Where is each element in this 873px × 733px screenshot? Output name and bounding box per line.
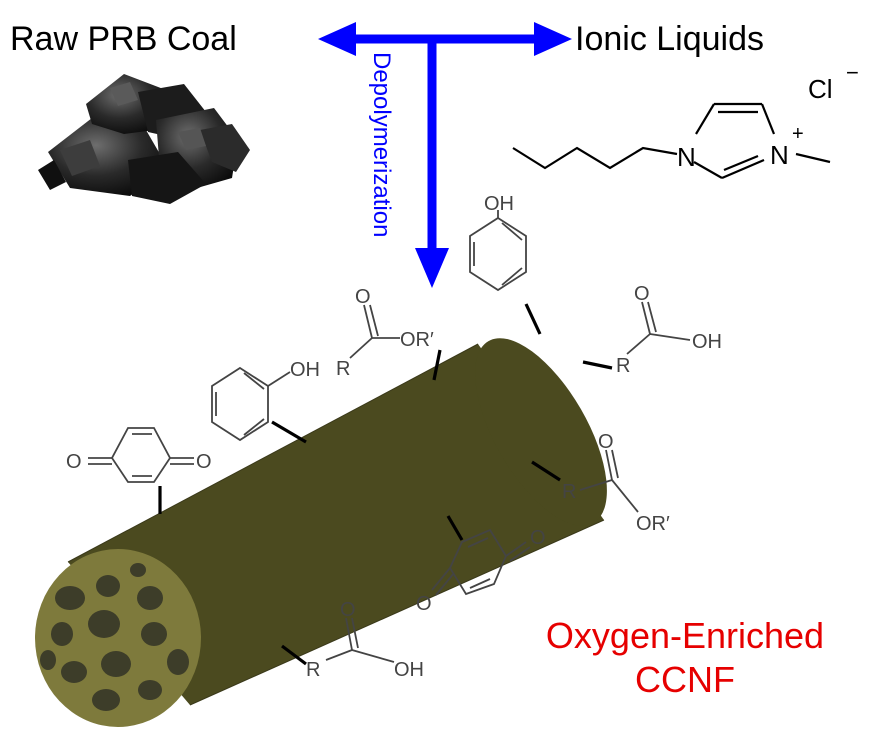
quinone-1-o-left: O bbox=[66, 451, 82, 473]
chloride-charge: − bbox=[846, 60, 859, 85]
phenol-2-oh: OH bbox=[290, 359, 320, 381]
ionic-liquid-structure bbox=[512, 102, 831, 180]
raw-coal-label: Raw PRB Coal bbox=[10, 20, 237, 58]
acid-1-o: O bbox=[634, 283, 650, 305]
product-label: Oxygen-Enriched CCNF bbox=[500, 618, 870, 698]
depolymerization-label: Depolymerization bbox=[368, 52, 395, 237]
acid-2-r: R bbox=[306, 659, 320, 681]
nitrogen-charge: + bbox=[792, 123, 804, 145]
acid-2-oh: OH bbox=[394, 659, 424, 681]
phenol-1-oh: OH bbox=[484, 193, 514, 215]
coal-image bbox=[38, 74, 250, 204]
depolymerization-arrow-icon bbox=[415, 39, 449, 288]
ester-2-or: OR′ bbox=[636, 513, 670, 535]
ester-2-r: R bbox=[562, 481, 576, 503]
ester-2-o: O bbox=[598, 431, 614, 453]
ring-nitrogen-2: N bbox=[770, 140, 789, 170]
ring-nitrogen-1: N bbox=[677, 142, 696, 172]
ester-1-r: R bbox=[336, 358, 350, 380]
fiber-pores bbox=[40, 563, 189, 711]
chloride-label: Cl bbox=[808, 74, 833, 104]
acid-2-o: O bbox=[340, 599, 356, 621]
ester-1-o: O bbox=[355, 286, 371, 308]
ester-1-or: OR′ bbox=[400, 329, 434, 351]
acid-1-oh: OH bbox=[692, 331, 722, 353]
carbon-nanofiber bbox=[35, 338, 607, 727]
functional-groups bbox=[88, 210, 691, 663]
product-label-line2: CCNF bbox=[635, 659, 735, 700]
quinone-1-o-right: O bbox=[196, 451, 212, 473]
acid-1-r: R bbox=[616, 355, 630, 377]
quinone-2-o-bottom: O bbox=[416, 593, 432, 615]
ionic-liquids-label: Ionic Liquids bbox=[575, 20, 765, 58]
double-arrow-icon bbox=[318, 22, 572, 56]
quinone-2-o-top: O bbox=[530, 527, 546, 549]
fiber-linkers bbox=[158, 303, 613, 666]
product-label-line1: Oxygen-Enriched bbox=[545, 615, 825, 656]
